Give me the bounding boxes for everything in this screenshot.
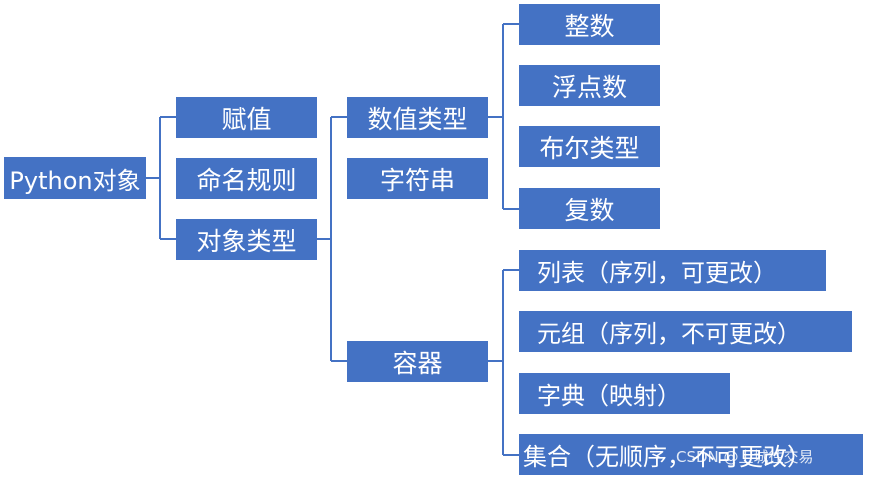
connector-numeric	[488, 23, 519, 210]
node-naming: 命名规则	[176, 158, 317, 199]
node-string: 字符串	[347, 158, 488, 199]
node-list: 列表（序列，可更改）	[519, 250, 826, 291]
node-container: 容器	[347, 341, 488, 382]
node-tuple: 元组（序列，不可更改）	[519, 311, 852, 352]
connector-types	[317, 116, 347, 362]
connector-container	[488, 269, 519, 456]
watermark: CSDN @上城往交易	[676, 448, 814, 466]
node-object-types: 对象类型	[176, 219, 317, 260]
node-set: 集合（无顺序，不可更改）	[519, 434, 863, 475]
node-bool: 布尔类型	[519, 126, 660, 167]
node-dict: 字典（映射）	[519, 373, 730, 414]
root-node: Python对象	[4, 157, 146, 199]
node-int: 整数	[519, 4, 660, 45]
node-float: 浮点数	[519, 65, 660, 106]
node-complex: 复数	[519, 188, 660, 229]
connector-root	[146, 116, 176, 240]
node-numeric-types: 数值类型	[347, 97, 488, 138]
node-assign: 赋值	[176, 97, 317, 138]
